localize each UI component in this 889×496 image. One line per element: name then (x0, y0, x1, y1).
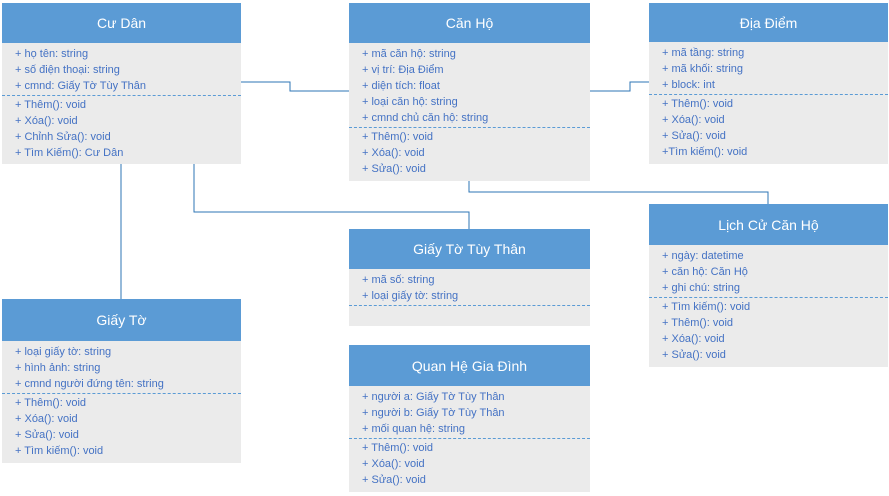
attribute-item: + cmnd: Giấy Tờ Tùy Thân (15, 80, 147, 92)
attribute-item: + căn hộ: Căn Hộ (662, 266, 748, 278)
method-item: + Xóa(): void (662, 114, 725, 126)
method-item: + Sửa(): void (662, 349, 726, 361)
attribute-item: + người b: Giấy Tờ Tùy Thân (362, 407, 505, 419)
attribute-list: + loại giấy tờ: string + hình ảnh: string… (2, 344, 241, 392)
connector-cu-dan-can-ho (241, 81, 349, 92)
attribute-item: + block: int (662, 79, 715, 91)
section-divider (349, 305, 590, 306)
class-title: Căn Hộ (349, 3, 590, 43)
attribute-item: + diện tích: float (362, 80, 440, 92)
section-divider (649, 94, 888, 95)
class-box-can-ho: Căn Hộ + mã căn hộ: string + vị trí: Địa Đ… (349, 3, 590, 181)
attribute-item: + cmnd chủ căn hộ: string (362, 112, 489, 124)
method-list: + Thêm(): void + Xóa(): void + Chỉnh Sửa()… (2, 97, 241, 161)
method-item: + Xóa(): void (362, 458, 425, 470)
attribute-item: + mã khối: string (662, 63, 744, 75)
class-box-quan-he-gia-dinh: Quan Hệ Gia Đình+ người a: Giấy Tờ Tùy T… (349, 345, 590, 492)
attribute-list: + họ tên: string + số điện thoại: string +… (2, 46, 241, 94)
method-item: + Thêm(): void (362, 442, 434, 454)
attribute-item: + mã tầng: string (662, 47, 745, 59)
connector-can-ho-lich-cu (468, 181, 769, 204)
class-body: + người a: Giấy Tờ Tùy Thân + người b: Gi… (349, 386, 590, 492)
method-item: + Thêm(): void (362, 131, 434, 143)
attribute-list: + mã tầng: string + mã khối: string + bloc… (649, 45, 888, 93)
class-title: Quan Hệ Gia Đình (349, 345, 590, 386)
class-box-dia-diem: Địa Điểm + mã tầng: string + mã khối: stri… (649, 3, 888, 164)
method-item: + Sửa(): void (362, 474, 426, 486)
section-divider (649, 297, 888, 298)
attribute-list: + người a: Giấy Tờ Tùy Thân + người b: Gi… (349, 389, 590, 437)
method-item: + Sửa(): void (15, 429, 79, 441)
class-body: + ngày: datetime + căn hộ: Căn Hộ + ghi ch… (649, 245, 888, 367)
class-box-giay-to-tuy-than: Giấy Tờ Tùy Thân + mã số: string + loại gi… (349, 229, 590, 326)
method-item: + Xóa(): void (15, 115, 78, 127)
attribute-item: + hình ảnh: string (15, 362, 101, 374)
section-divider (349, 438, 590, 439)
attribute-item: + loại căn hộ: string (362, 96, 458, 108)
class-title: Địa Điểm (649, 3, 888, 42)
method-item: + Thêm(): void (15, 397, 87, 409)
class-box-lich-cu-can-ho: Lịch Cử Căn Hộ + ngày: datetime + căn hộ: … (649, 204, 888, 367)
method-item: + Chỉnh Sửa(): void (15, 131, 111, 143)
method-list: + Thêm(): void + Xóa(): void + Sửa(): void (349, 440, 590, 488)
class-body: + loại giấy tờ: string + hình ảnh: string… (2, 341, 241, 463)
method-item: + Xóa(): void (15, 413, 78, 425)
class-body: + mã tầng: string + mã khối: string + bloc… (649, 42, 888, 164)
class-body: + họ tên: string + số điện thoại: string +… (2, 43, 241, 165)
attribute-item: + mã căn hộ: string (362, 48, 456, 60)
attribute-item: + loại giấy tờ: string (15, 346, 112, 358)
section-divider (349, 127, 590, 128)
method-item: + Tìm Kiếm(): Cư Dân (15, 147, 124, 159)
method-item: + Sửa(): void (662, 130, 726, 142)
attribute-item: + ghi chú: string (662, 282, 740, 294)
class-title: Cư Dân (2, 3, 241, 43)
method-item: + Thêm(): void (662, 98, 734, 110)
attribute-item: + ngày: datetime (662, 250, 744, 262)
method-list: + Thêm(): void + Xóa(): void + Sửa(): void… (2, 395, 241, 459)
method-item: + Sửa(): void (362, 163, 426, 175)
attribute-list: + mã căn hộ: string + vị trí: Địa Điểm + d… (349, 46, 590, 126)
attribute-item: + người a: Giấy Tờ Tùy Thân (362, 391, 505, 403)
method-list: + Thêm(): void + Xóa(): void + Sửa(): void (349, 129, 590, 177)
class-title: Giấy Tờ (2, 299, 241, 341)
attribute-item: + mối quan hệ: string (362, 423, 466, 435)
connector-can-ho-dia-diem (590, 81, 649, 92)
class-box-cu-dan: Cư Dân + họ tên: string + số điện thoại: s… (2, 3, 241, 164)
attribute-list: + mã số: string + loại giấy tờ: string (349, 272, 590, 304)
class-body: + mã căn hộ: string + vị trí: Địa Điểm + d… (349, 43, 590, 181)
class-body: + mã số: string + loại giấy tờ: string (349, 269, 590, 311)
class-title: Giấy Tờ Tùy Thân (349, 229, 590, 269)
method-item: + Thêm(): void (15, 99, 87, 111)
connector-cu-dan-giay-to-tuy-than (193, 164, 470, 229)
method-list: + Thêm(): void + Xóa(): void + Sửa(): void… (649, 96, 888, 160)
method-item: + Tìm kiếm(): void (662, 301, 751, 313)
method-item: + Tìm kiếm(): void (15, 445, 104, 457)
section-divider (2, 393, 241, 394)
attribute-item: + họ tên: string (15, 48, 89, 60)
method-item: + Thêm(): void (662, 317, 734, 329)
method-list: + Tìm kiếm(): void + Thêm(): void + Xóa():… (649, 299, 888, 363)
attribute-list: + ngày: datetime + căn hộ: Căn Hộ + ghi ch… (649, 248, 888, 296)
section-divider (2, 95, 241, 96)
attribute-item: + loại giấy tờ: string (362, 290, 459, 302)
method-item: +Tìm kiếm(): void (662, 146, 748, 158)
attribute-item: + số điện thoại: string (15, 64, 120, 76)
attribute-item: + mã số: string (362, 274, 435, 286)
class-title: Lịch Cử Căn Hộ (649, 204, 888, 245)
method-item: + Xóa(): void (662, 333, 725, 345)
class-box-giay-to: Giấy Tờ + loại giấy tờ: string + hình ảnh:… (2, 299, 241, 463)
attribute-item: + cmnd người đứng tên: string (15, 378, 164, 390)
attribute-item: + vị trí: Địa Điểm (362, 64, 444, 76)
method-item: + Xóa(): void (362, 147, 425, 159)
